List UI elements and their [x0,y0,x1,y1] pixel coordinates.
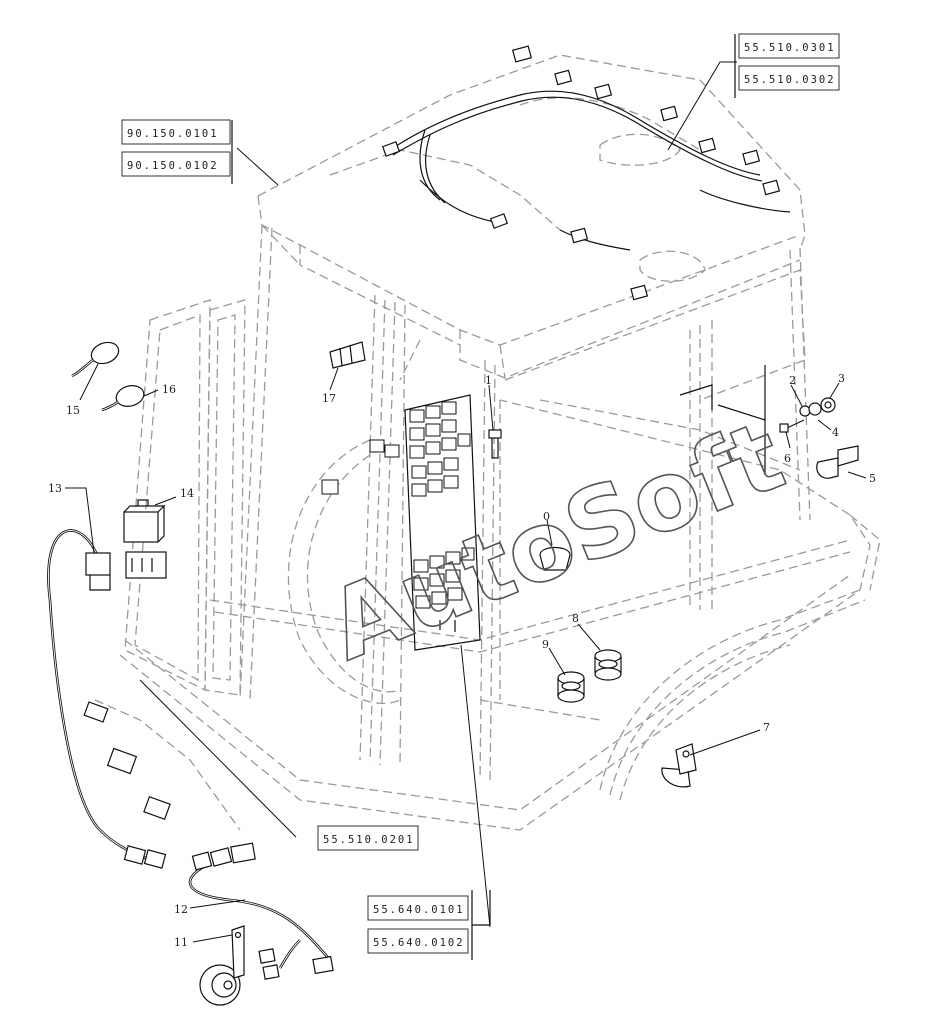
callouts: 1 2 3 4 5 6 7 8 9 0 11 12 13 14 15 16 17 [48,372,876,949]
part-11-horn [199,925,245,1006]
callout-2: 2 [789,374,796,387]
part-7-clip [661,743,697,788]
ref-box-roof-harness: 55.510.0301 55.510.0302 [734,33,840,98]
ref-box-cab-frame: 90.150.0101 90.150.0102 [121,119,233,184]
part-16-lamp [101,385,145,412]
part-10-cap [539,546,571,571]
ref-fuse-box-2: 55.640.0102 [373,937,465,949]
callout-17: 17 [322,392,336,405]
part-12-harness [188,847,334,980]
part-1-screw [488,429,502,459]
part-8-grommet [594,649,622,681]
leader-lines [65,61,867,943]
part-15-lamp [71,341,120,378]
ref-fuse-box-1: 55.640.0101 [373,904,465,916]
part-17-grommet [329,341,366,369]
ref-roof-harness-2: 55.510.0302 [744,74,836,86]
part-14-relay [123,499,167,579]
ref-front-harness: 55.510.0201 [323,834,415,846]
callout-1: 1 [485,374,492,387]
callout-4: 4 [832,426,839,439]
front-harness [83,699,256,864]
part-bracket-hardware [679,365,859,479]
roof-harness [381,45,791,301]
ref-roof-harness-1: 55.510.0301 [744,42,836,54]
callout-13: 13 [48,482,62,495]
fuse-box [321,394,481,651]
ref-cab-frame-2: 90.150.0102 [127,160,219,172]
ref-cab-frame-1: 90.150.0101 [127,128,219,140]
callout-15: 15 [66,404,80,417]
callout-16: 16 [162,383,176,396]
callout-6: 6 [784,452,791,465]
part-13-cable [47,529,167,869]
callout-8: 8 [572,612,579,625]
ref-box-fuse-box: 55.640.0101 55.640.0102 [367,890,491,960]
callout-3: 3 [838,372,845,385]
part-9-grommet [557,671,585,703]
callout-14: 14 [180,487,194,500]
callout-9: 9 [542,638,549,651]
cab-frame [119,54,881,831]
callout-7: 7 [763,721,770,734]
callout-10: 0 [543,510,550,523]
callout-11: 11 [174,936,188,949]
callout-12: 12 [174,903,188,916]
ref-box-front-harness: 55.510.0201 [317,825,419,851]
callout-5: 5 [869,472,876,485]
